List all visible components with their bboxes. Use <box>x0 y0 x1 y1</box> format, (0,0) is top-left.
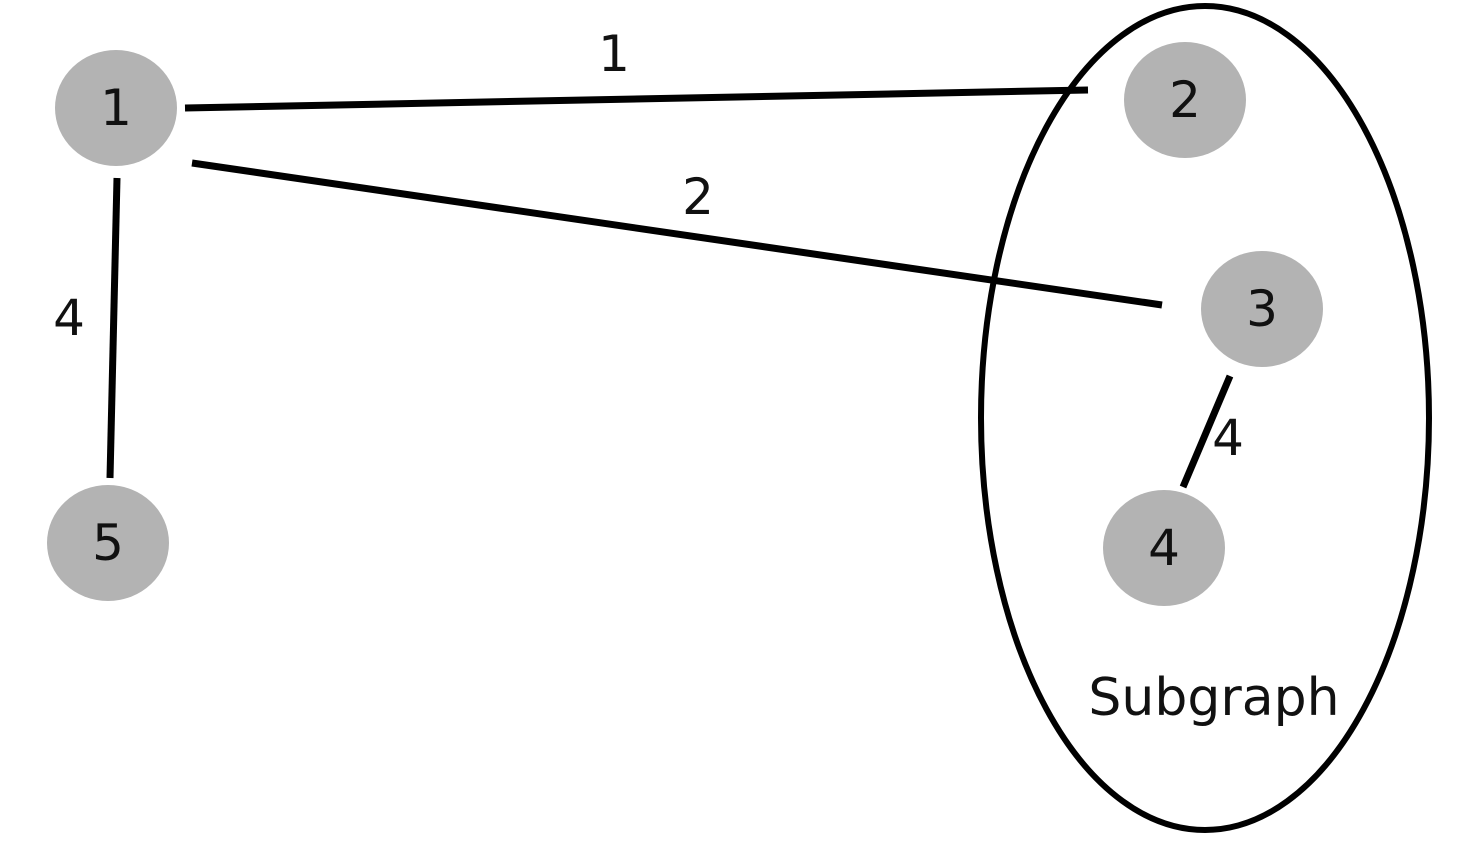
node-1-label: 1 <box>100 79 132 137</box>
subgraph-boundary <box>978 3 1432 833</box>
edge-3-4 <box>1179 374 1234 489</box>
edge-3-4-weight: 4 <box>1212 409 1244 467</box>
node-5: 5 <box>47 485 169 601</box>
edge-1-2 <box>184 86 1089 112</box>
node-2: 2 <box>1124 42 1246 158</box>
edge-1-3 <box>191 159 1163 309</box>
node-3-circle <box>1201 251 1323 367</box>
node-4: 4 <box>1103 490 1225 606</box>
edge-1-5 <box>106 177 121 479</box>
subgraph-label: Subgraph <box>1088 668 1339 728</box>
edge-1-3-weight: 2 <box>682 168 714 226</box>
node-2-circle <box>1124 42 1246 158</box>
edge-1-2-weight: 1 <box>598 25 630 83</box>
node-5-circle <box>47 485 169 601</box>
node-4-circle <box>1103 490 1225 606</box>
node-3: 3 <box>1201 251 1323 367</box>
node-1-circle <box>55 50 177 166</box>
node-2-label: 2 <box>1169 71 1201 129</box>
node-4-label: 4 <box>1148 519 1180 577</box>
edge-1-5-weight: 4 <box>53 289 85 347</box>
node-1: 1 <box>55 50 177 166</box>
node-3-label: 3 <box>1246 280 1278 338</box>
node-5-label: 5 <box>92 514 124 572</box>
